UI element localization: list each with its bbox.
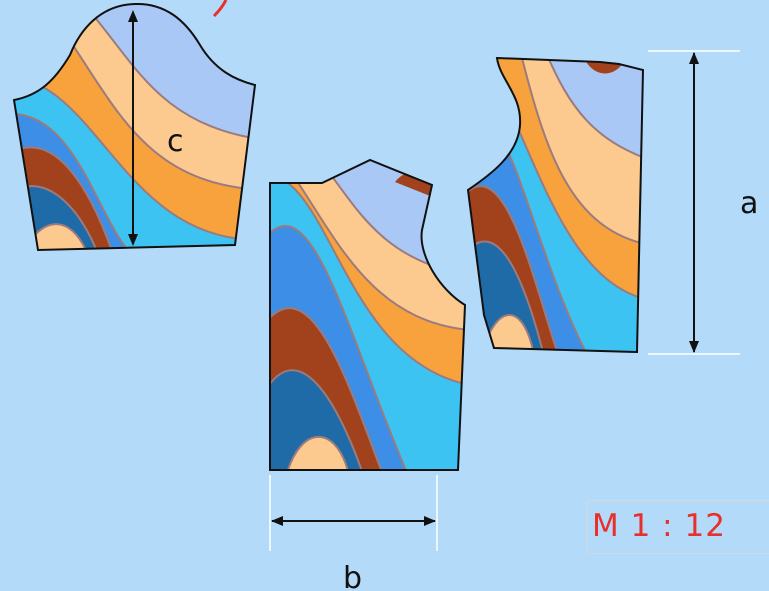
sleeve-piece	[14, 3, 255, 251]
back-outline	[466, 56, 645, 354]
front-piece	[270, 160, 465, 470]
label-a: a	[740, 186, 758, 221]
back-piece	[468, 58, 643, 352]
label-b: b	[343, 561, 362, 591]
dimension-a	[648, 50, 740, 355]
red-mark	[212, 0, 228, 18]
scale-label: M 1 : 12	[592, 508, 726, 544]
dimension-c	[128, 10, 138, 246]
dimension-b	[269, 475, 438, 551]
scale-box	[587, 500, 769, 554]
sleeve-outline	[12, 2, 257, 252]
front-outline	[269, 158, 467, 471]
label-c: c	[167, 124, 184, 159]
